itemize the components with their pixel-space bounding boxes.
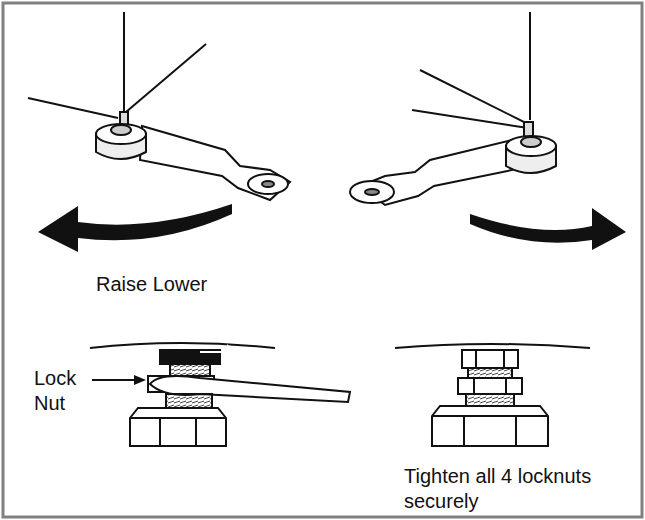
rotate-arrow (38, 204, 232, 252)
leader-arrow (92, 375, 146, 385)
part-label: Lock Nut (34, 366, 90, 416)
instruction-note: Tighten all 4 locknuts securely (404, 464, 604, 514)
right-lever (350, 12, 556, 205)
frame (3, 3, 642, 517)
rotation-label: Raise Lower (96, 272, 356, 297)
leveling-foot (90, 343, 350, 446)
left-lever (28, 12, 290, 200)
leveling-foot (395, 344, 590, 446)
rotate-arrow (470, 208, 626, 250)
